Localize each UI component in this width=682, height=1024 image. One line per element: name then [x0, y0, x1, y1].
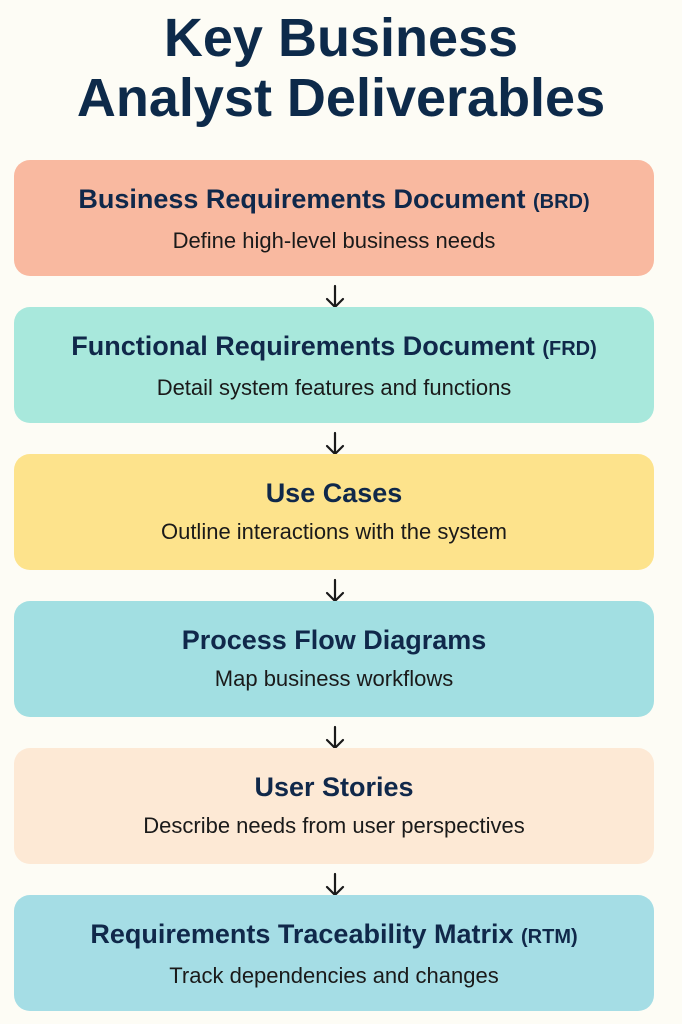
- deliverable-title: Business Requirements Document (BRD): [14, 182, 654, 219]
- deliverable-name: Business Requirements Document: [78, 184, 526, 214]
- deliverable-card: Business Requirements Document (BRD) Defi…: [14, 160, 654, 276]
- deliverable-description: Describe needs from user perspectives: [143, 813, 525, 838]
- deliverable-title: Functional Requirements Document (FRD): [14, 329, 654, 366]
- deliverable-abbreviation: (BRD): [532, 191, 590, 213]
- deliverable-name: User Stories: [254, 772, 414, 802]
- page-title: Key Business Analyst Deliverables: [0, 8, 682, 128]
- deliverable-description: Outline interactions with the system: [160, 519, 508, 544]
- deliverable-abbreviation: (FRD): [542, 338, 597, 360]
- title-line-2: Analyst Deliverables: [76, 68, 606, 128]
- deliverable-title: Process Flow Diagrams: [14, 623, 654, 657]
- deliverable-name: Process Flow Diagrams: [181, 625, 487, 655]
- deliverable-title: User Stories: [14, 770, 654, 804]
- deliverable-card: Requirements Traceability Matrix (RTM) Tr…: [14, 895, 654, 1011]
- deliverable-title: Requirements Traceability Matrix (RTM): [14, 917, 654, 954]
- deliverable-description: Map business workflows: [214, 666, 454, 691]
- deliverable-abbreviation: (RTM): [521, 926, 578, 948]
- title-line-1: Key Business: [163, 8, 519, 68]
- deliverable-title: Use Cases: [14, 476, 654, 510]
- deliverable-card: Functional Requirements Document (FRD) De…: [14, 307, 654, 423]
- deliverable-name: Use Cases: [265, 478, 403, 508]
- deliverable-name: Functional Requirements Document: [71, 331, 535, 361]
- deliverable-description: Track dependencies and changes: [169, 963, 499, 988]
- deliverable-name: Requirements Traceability Matrix: [90, 919, 514, 949]
- deliverable-description: Define high-level business needs: [172, 228, 496, 253]
- deliverable-description: Detail system features and functions: [156, 375, 512, 400]
